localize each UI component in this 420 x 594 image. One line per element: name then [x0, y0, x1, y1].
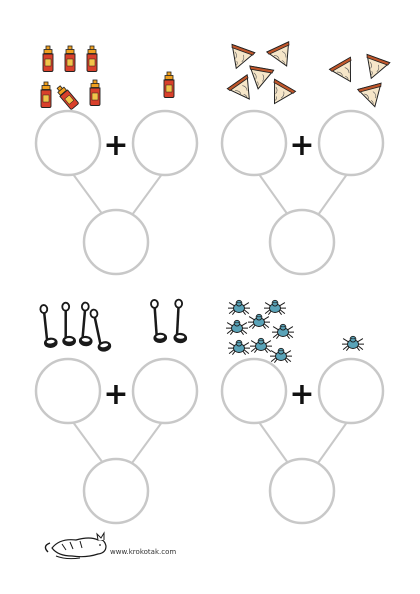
- addend-circle-right[interactable]: [317, 109, 385, 177]
- sauce-bottle-icon: [163, 71, 175, 99]
- plus-sign: +: [103, 377, 128, 412]
- addend-circle-right[interactable]: [131, 357, 199, 425]
- right-object-group: [342, 335, 364, 352]
- right-object-group: [163, 71, 175, 99]
- spider-icon: [272, 323, 294, 340]
- connector-line: [255, 417, 289, 464]
- left-object-group: [226, 299, 294, 364]
- addend-circle-left[interactable]: [34, 357, 102, 425]
- connector-line: [131, 169, 166, 216]
- addend-circle-right[interactable]: [317, 357, 385, 425]
- sauce-bottle-icon: [54, 83, 80, 111]
- spider-icon: [250, 337, 272, 354]
- spider-icon: [248, 313, 270, 330]
- addend-circle-right[interactable]: [131, 109, 199, 177]
- sauce-bottle-icon: [86, 45, 98, 73]
- plus-sign: +: [289, 377, 314, 412]
- spider-icon: [226, 319, 248, 336]
- sauce-bottle-icon: [42, 45, 54, 73]
- connector-line: [317, 169, 351, 216]
- problem-4: +: [220, 299, 385, 525]
- sauce-bottle-icon: [40, 81, 52, 109]
- addend-circle-left[interactable]: [34, 109, 102, 177]
- ladle-icon: [38, 302, 60, 351]
- addend-circle-left[interactable]: [220, 357, 288, 425]
- ladle-icon: [149, 297, 168, 345]
- problem-2: +: [220, 41, 391, 276]
- plus-sign: +: [289, 128, 314, 163]
- addend-circle-left[interactable]: [220, 109, 288, 177]
- pizza-slice-icon: [245, 65, 275, 92]
- sum-circle[interactable]: [268, 457, 336, 525]
- pizza-slice-icon: [266, 41, 299, 72]
- pizza-slice-icon: [329, 56, 362, 89]
- right-object-group: [329, 53, 391, 111]
- left-object-group: [224, 41, 299, 111]
- footer-url[interactable]: www.krokotak.com: [110, 548, 177, 556]
- sauce-bottle-icon: [89, 79, 101, 107]
- connector-line: [69, 417, 104, 464]
- spider-icon: [264, 299, 286, 316]
- pizza-slice-icon: [359, 53, 391, 83]
- cat-logo-icon: [44, 531, 107, 560]
- connector-line: [131, 417, 166, 464]
- pizza-slice-icon: [263, 78, 296, 111]
- sum-circle[interactable]: [82, 457, 150, 525]
- plus-sign: +: [103, 128, 128, 163]
- ladle-icon: [60, 301, 76, 348]
- sum-circle[interactable]: [268, 208, 336, 276]
- ladle-icon: [171, 298, 190, 345]
- ladle-icon: [88, 305, 114, 355]
- connector-line: [255, 169, 289, 216]
- spider-icon: [270, 347, 292, 364]
- sauce-bottle-icon: [64, 45, 76, 73]
- problem-1: +: [34, 45, 199, 276]
- sum-circle[interactable]: [82, 208, 150, 276]
- right-object-group: [149, 297, 190, 345]
- left-object-group: [38, 300, 114, 355]
- connector-line: [69, 169, 104, 216]
- connector-line: [317, 417, 351, 464]
- spider-icon: [342, 335, 364, 352]
- spider-icon: [228, 299, 250, 316]
- pizza-slice-icon: [357, 82, 387, 111]
- left-object-group: [40, 45, 101, 111]
- spider-icon: [228, 339, 250, 356]
- problem-3: +: [34, 297, 199, 525]
